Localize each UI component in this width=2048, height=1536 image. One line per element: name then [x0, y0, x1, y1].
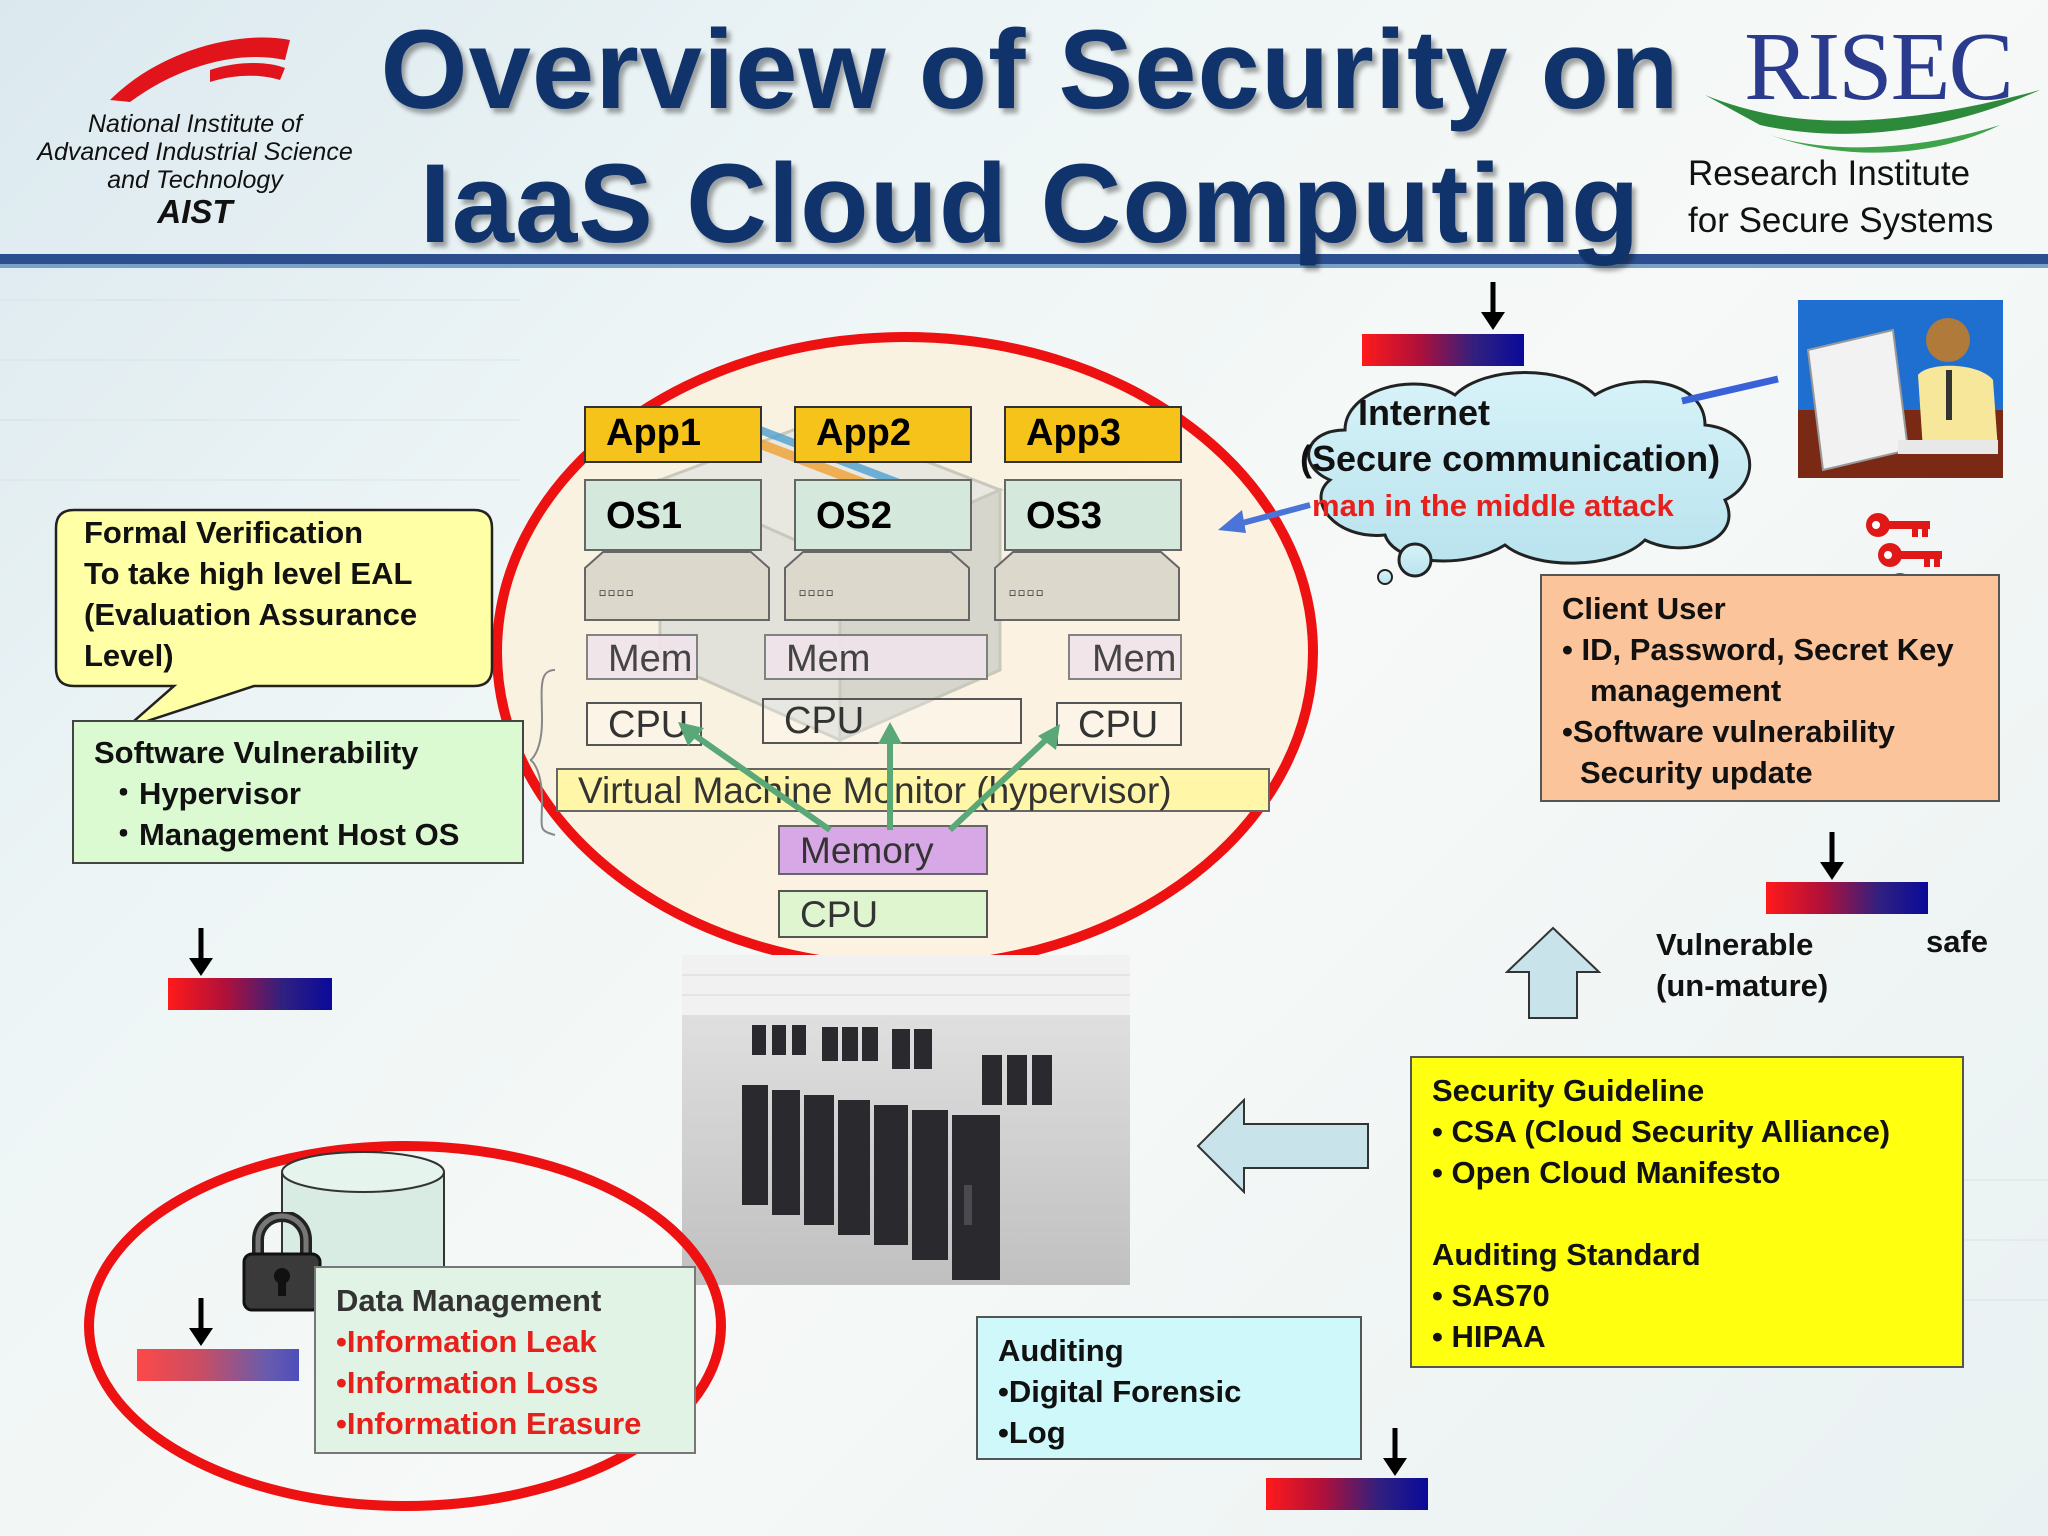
- client-user-icon: [1798, 300, 2003, 478]
- mem3-box: Mem: [1068, 634, 1182, 680]
- client-user-item2-cont: Security update: [1580, 755, 1813, 790]
- software-security-rating-bar: [168, 978, 332, 1010]
- auditing-standard-sas70: • SAS70: [1432, 1278, 1550, 1313]
- auditing-box: Auditing •Digital Forensic •Log: [976, 1316, 1362, 1460]
- data-management-title: Data Management: [336, 1283, 602, 1318]
- os1-box: OS1: [584, 479, 762, 551]
- datacenter-photo: [682, 955, 1130, 1285]
- cpu3-box: CPU: [1056, 702, 1182, 746]
- os3-box: OS3: [1004, 479, 1182, 551]
- guideline-title: Security Guideline: [1432, 1073, 1705, 1108]
- auditing-item-forensic: •Digital Forensic: [998, 1374, 1242, 1409]
- client-user-item1-cont: management: [1590, 673, 1782, 708]
- client-user-box: Client User • ID, Password, Secret Key m…: [1540, 574, 2000, 802]
- data-management-ellipse: [84, 1141, 726, 1511]
- mem2-box: Mem: [764, 634, 988, 680]
- scale-vulnerable-label: Vulnerable (un-mature): [1656, 927, 1829, 1003]
- database-icon: [281, 1151, 445, 1291]
- auditing-standard-title: Auditing Standard: [1432, 1237, 1701, 1272]
- vmm-bar: Virtual Machine Monitor (hypervisor): [556, 768, 1270, 812]
- padlock-icon: [242, 1212, 322, 1312]
- app1-box: App1: [584, 406, 762, 463]
- client-user-item1: • ID, Password, Secret Key: [1562, 632, 1954, 667]
- server-unit-1-indicators: ▫▫▫▫: [598, 583, 635, 601]
- app2-box: App2: [794, 406, 972, 463]
- data-management-item-leak: •Information Leak: [336, 1324, 597, 1359]
- auditing-item-log: •Log: [998, 1415, 1066, 1450]
- client-link-line: [1681, 375, 1779, 405]
- aist-name: National Institute of Advanced Industria…: [37, 110, 353, 230]
- header-rule: [0, 254, 2048, 264]
- software-vulnerability-title: Software Vulnerability: [94, 735, 419, 770]
- os2-box: OS2: [794, 479, 972, 551]
- rating-pointer-icon: [1820, 832, 1844, 880]
- internet-subtitle: (Secure communication): [1300, 438, 1721, 479]
- data-management-item-erasure: •Information Erasure: [336, 1406, 642, 1441]
- software-vulnerability-item-hypervisor: ・Hypervisor: [108, 776, 301, 811]
- internet-cloud-icon: [1307, 371, 1752, 585]
- guideline-item-ocm: • Open Cloud Manifesto: [1432, 1155, 1781, 1190]
- internet-security-rating-bar: [1362, 334, 1524, 366]
- internet-title: Internet: [1358, 392, 1491, 433]
- page-title-line2: IaaS Cloud Computing: [419, 141, 1641, 266]
- physical-memory-box: Memory: [778, 825, 988, 875]
- rating-pointer-icon: [1383, 1428, 1407, 1476]
- connection-lines: [1218, 502, 1311, 533]
- laurel-icon: [1705, 90, 2040, 153]
- mem1-box: Mem: [586, 634, 698, 680]
- data-security-rating-bar: [137, 1349, 299, 1381]
- client-security-rating-bar: [1766, 882, 1928, 914]
- up-arrow-icon: [1505, 926, 1601, 1019]
- left-arrow-icon: [1196, 1098, 1369, 1194]
- formal-verification-text: Formal Verification To take high level E…: [84, 515, 418, 673]
- software-vulnerability-box: Software Vulnerability ・Hypervisor ・Mana…: [72, 720, 524, 864]
- rating-pointer-icon: [189, 1298, 213, 1346]
- server-unit-2-indicators: ▫▫▫▫: [798, 583, 835, 601]
- memory-cpu-arrows: [530, 669, 1060, 836]
- app3-box: App3: [1004, 406, 1182, 463]
- data-management-box: Data Management •Information Leak •Infor…: [314, 1266, 696, 1454]
- rating-pointer-icon: [1481, 282, 1505, 330]
- guideline-item-csa: • CSA (Cloud Security Alliance): [1432, 1114, 1891, 1149]
- software-vulnerability-item-hostos: ・Management Host OS: [108, 817, 460, 852]
- auditing-title: Auditing: [998, 1333, 1124, 1368]
- rating-pointer-icon: [189, 928, 213, 976]
- risec-name: Research Institute for Secure Systems: [1688, 154, 1994, 240]
- page-title-line1: Overview of Security on: [380, 7, 1680, 132]
- client-user-item2: •Software vulnerability: [1562, 714, 1895, 749]
- data-management-item-loss: •Information Loss: [336, 1365, 599, 1400]
- mitm-label: man in the middle attack: [1312, 488, 1674, 523]
- auditing-standard-hipaa: • HIPAA: [1432, 1319, 1546, 1354]
- scale-safe-label: safe: [1926, 924, 1989, 959]
- client-user-title: Client User: [1562, 591, 1726, 626]
- auditing-security-rating-bar: [1266, 1478, 1428, 1510]
- server-units: [584, 551, 1180, 621]
- security-guideline-box: Security Guideline • CSA (Cloud Security…: [1410, 1056, 1964, 1368]
- aist-logo-icon: [110, 37, 290, 102]
- server-unit-3-indicators: ▫▫▫▫: [1008, 583, 1045, 601]
- risec-logo: RISEC: [1744, 13, 2014, 121]
- formal-verification-callout: [54, 508, 494, 730]
- physical-cpu-box: CPU: [778, 890, 988, 938]
